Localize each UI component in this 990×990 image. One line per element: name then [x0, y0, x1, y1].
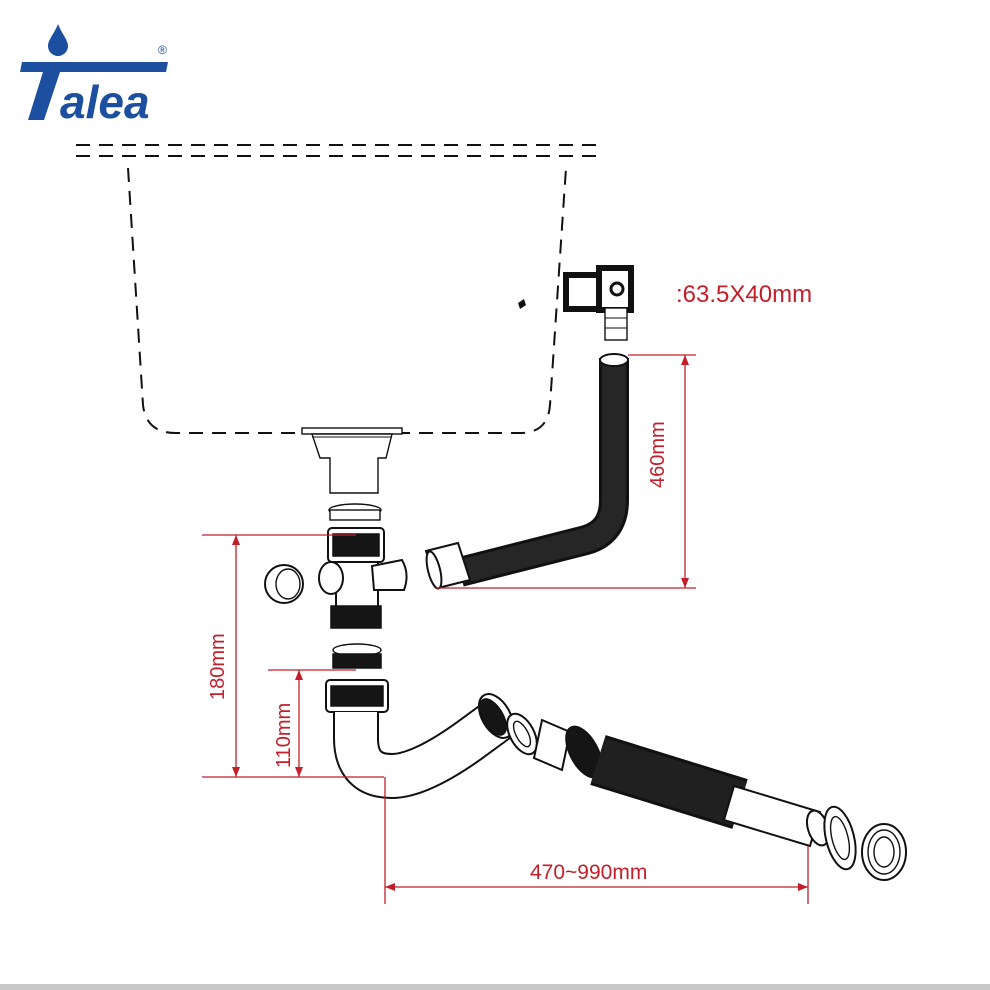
trademark-symbol: ®	[158, 43, 167, 57]
bottom-divider	[0, 984, 990, 990]
dimension-460: 460mm	[436, 354, 696, 589]
coupling-washers	[506, 712, 603, 779]
logo-wordmark: alea	[60, 76, 150, 128]
sink-basin	[76, 144, 598, 434]
dimension-110: 110mm	[268, 669, 356, 777]
dimension-180-label: 180mm	[207, 633, 229, 700]
logo-t-bar	[20, 62, 168, 120]
overflow-hole	[518, 299, 526, 309]
talea-logo: alea ®	[20, 24, 168, 128]
dimension-110-label: 110mm	[273, 703, 295, 768]
s-bend-pipe	[333, 693, 515, 800]
dimension-460-label: 460mm	[647, 421, 669, 488]
outlet-rings	[823, 805, 907, 881]
overflow-hose	[424, 353, 629, 590]
dimension-180: 180mm	[202, 534, 384, 778]
dimension-470-990-label: 470~990mm	[530, 861, 647, 884]
water-drop-icon	[48, 24, 68, 56]
dimension-470-990: 470~990mm	[384, 777, 809, 904]
overflow-size-label: :63.5X40mm	[676, 281, 812, 308]
trap-body	[264, 503, 408, 629]
sink-strainer	[301, 427, 403, 494]
extension-pipe	[590, 735, 831, 848]
overflow-fitting	[563, 265, 634, 341]
lower-nut	[325, 643, 389, 713]
